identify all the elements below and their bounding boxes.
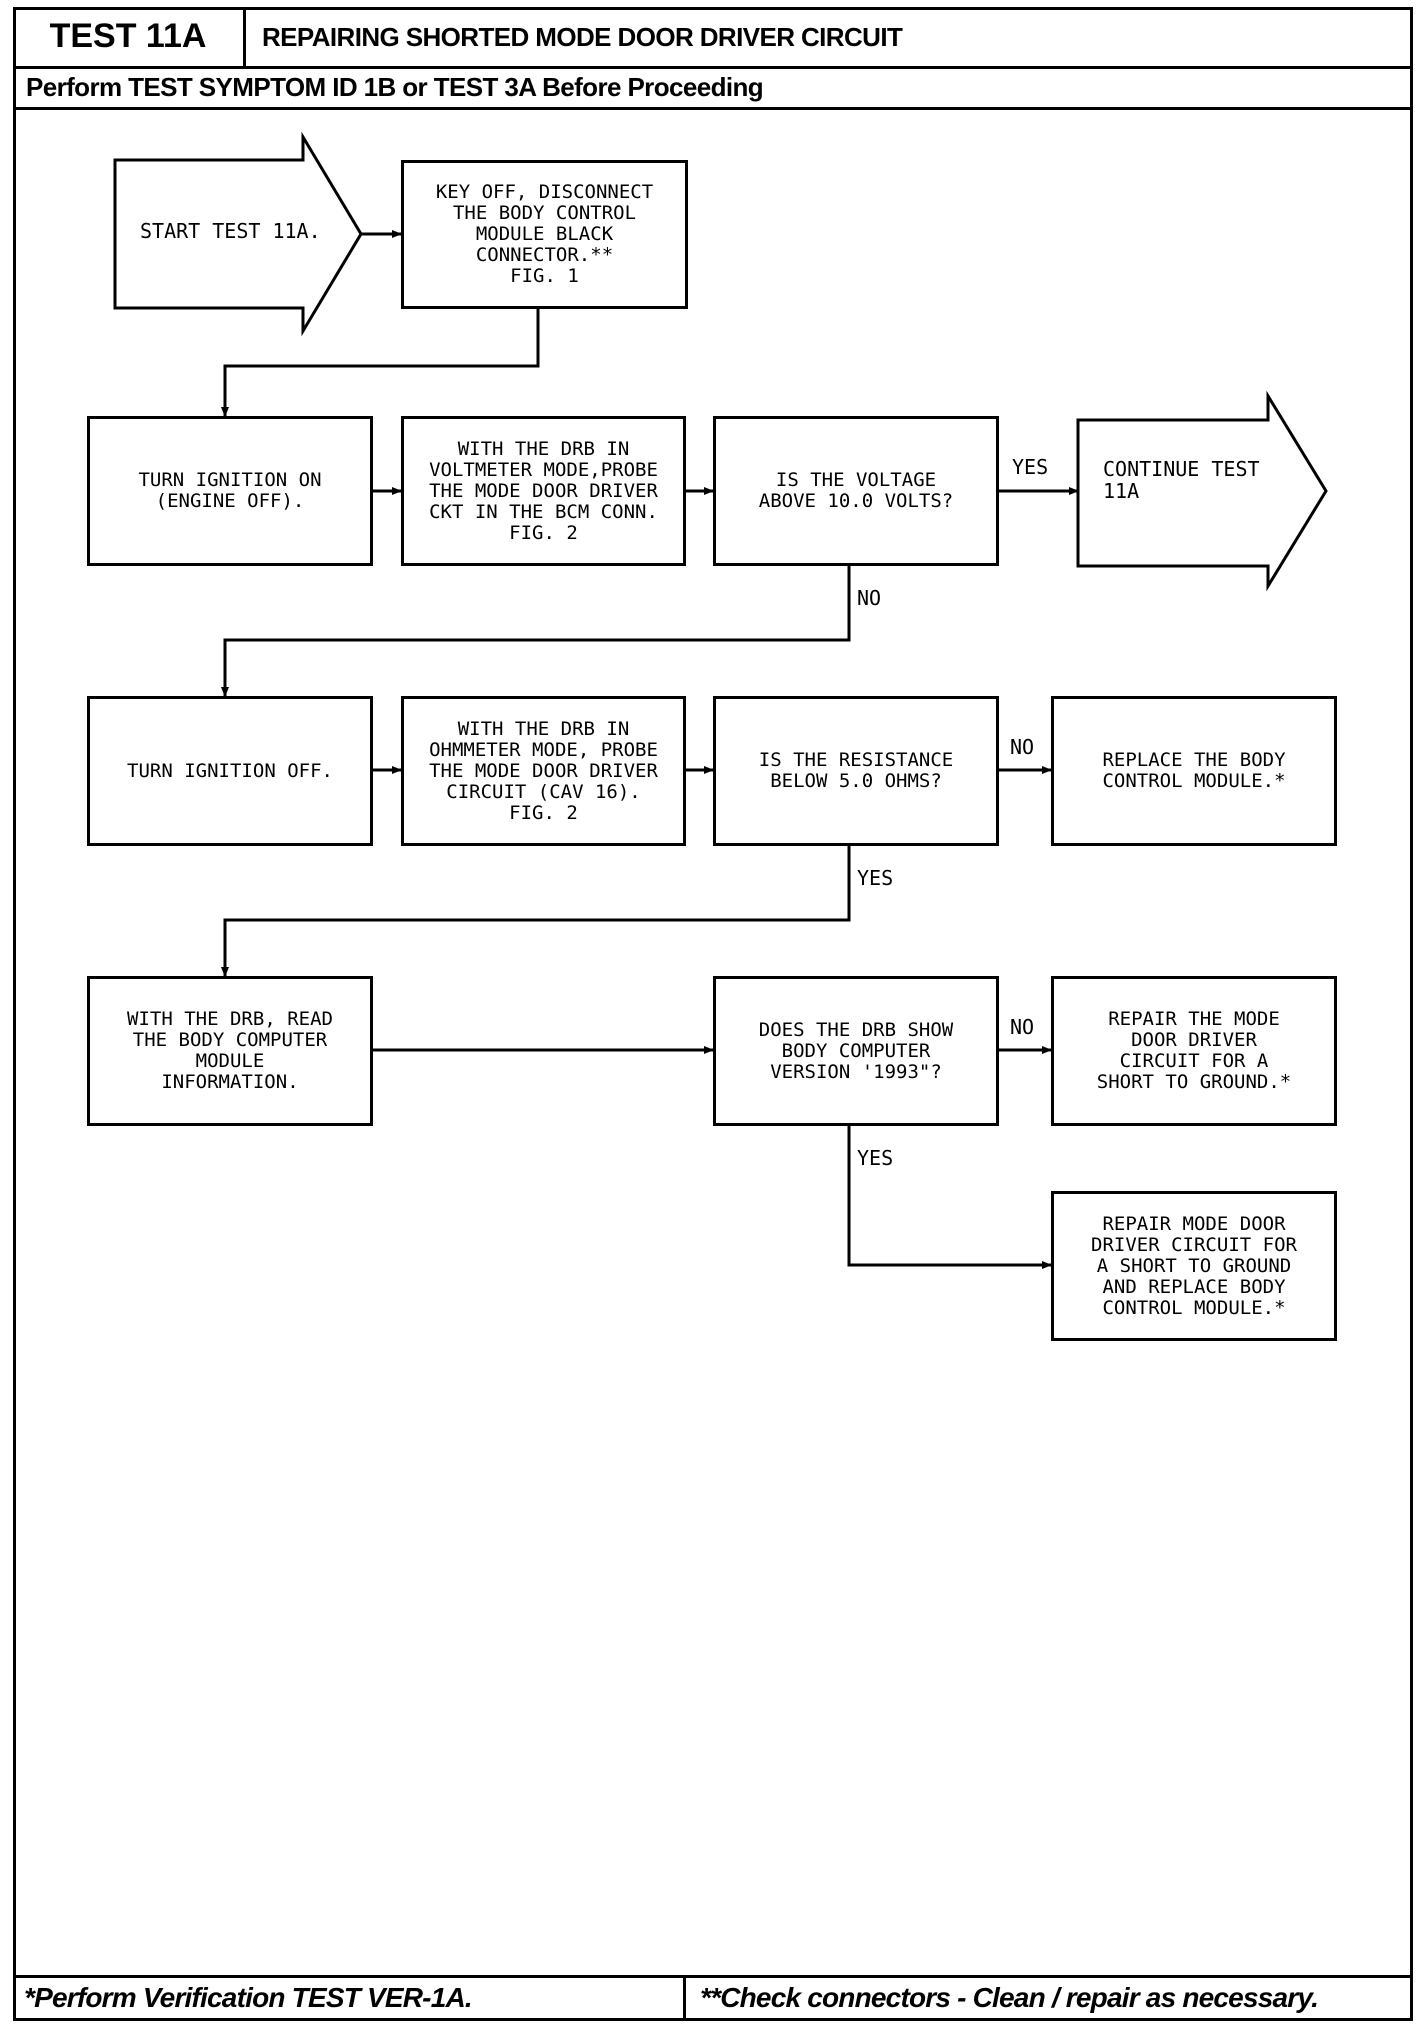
header-divider [13, 66, 1413, 69]
no-label-version: NO [1010, 1015, 1035, 1039]
yes-label-version: YES [857, 1146, 894, 1170]
ignition-off-step: TURN IGNITION OFF. [87, 696, 373, 846]
probe-ohms-step-text: WITH THE DRB IN OHMMETER MODE, PROBE THE… [429, 717, 658, 824]
yes-label-resistance: YES [857, 866, 894, 890]
resistance-decision: IS THE RESISTANCE BELOW 5.0 OHMS? [713, 696, 999, 846]
repair-short-step-text: REPAIR THE MODE DOOR DRIVER CIRCUIT FOR … [1096, 1008, 1292, 1093]
ignition-on-step-text: TURN IGNITION ON (ENGINE OFF). [138, 469, 322, 512]
resistance-decision-text: IS THE RESISTANCE BELOW 5.0 OHMS? [758, 749, 954, 792]
version-decision: DOES THE DRB SHOW BODY COMPUTER VERSION … [713, 976, 999, 1126]
start-arrow-label: START TEST 11A. [140, 219, 321, 243]
yes-label-voltage: YES [1012, 455, 1049, 479]
probe-voltage-step: WITH THE DRB IN VOLTMETER MODE,PROBE THE… [401, 416, 686, 566]
voltage-decision: IS THE VOLTAGE ABOVE 10.0 VOLTS? [713, 416, 999, 566]
prerequisite-note: Perform TEST SYMPTOM ID 1B or TEST 3A Be… [26, 72, 764, 102]
read-info-step: WITH THE DRB, READ THE BODY COMPUTER MOD… [87, 976, 373, 1126]
repair-short-step: REPAIR THE MODE DOOR DRIVER CIRCUIT FOR … [1051, 976, 1337, 1126]
replace-bcm-step: REPLACE THE BODY CONTROL MODULE.* [1051, 696, 1337, 846]
continue-arrow-shape [1076, 390, 1328, 592]
probe-ohms-step: WITH THE DRB IN OHMMETER MODE, PROBE THE… [401, 696, 686, 846]
start-arrow-shape [113, 131, 363, 337]
footer-separator [683, 1975, 686, 2021]
repair-and-replace-step-text: REPAIR MODE DOOR DRIVER CIRCUIT FOR A SH… [1091, 1212, 1297, 1319]
ignition-off-step-text: TURN IGNITION OFF. [127, 759, 333, 782]
probe-voltage-step-text: WITH THE DRB IN VOLTMETER MODE,PROBE THE… [429, 437, 658, 544]
footer-note-connectors: **Check connectors - Clean / repair as n… [700, 1982, 1319, 2013]
footer-divider [13, 1975, 1413, 1978]
page-title: REPAIRING SHORTED MODE DOOR DRIVER CIRCU… [262, 22, 903, 52]
key-off-step-text: KEY OFF, DISCONNECT THE BODY CONTROL MOD… [435, 181, 654, 287]
page-frame [13, 7, 1413, 2021]
replace-bcm-step-text: REPLACE THE BODY CONTROL MODULE.* [1102, 749, 1286, 792]
no-label-voltage: NO [857, 586, 882, 610]
ignition-on-step: TURN IGNITION ON (ENGINE OFF). [87, 416, 373, 566]
repair-and-replace-step: REPAIR MODE DOOR DRIVER CIRCUIT FOR A SH… [1051, 1191, 1337, 1341]
no-label-resistance: NO [1010, 735, 1035, 759]
continue-arrow-label: CONTINUE TEST 11A [1103, 457, 1260, 503]
version-decision-text: DOES THE DRB SHOW BODY COMPUTER VERSION … [758, 1018, 954, 1083]
footer-note-verification: *Perform Verification TEST VER-1A. [24, 1982, 473, 2013]
voltage-decision-text: IS THE VOLTAGE ABOVE 10.0 VOLTS? [758, 469, 954, 512]
key-off-step: KEY OFF, DISCONNECT THE BODY CONTROL MOD… [401, 160, 688, 309]
subheader-divider [13, 107, 1413, 110]
read-info-step-text: WITH THE DRB, READ THE BODY COMPUTER MOD… [127, 1008, 333, 1093]
